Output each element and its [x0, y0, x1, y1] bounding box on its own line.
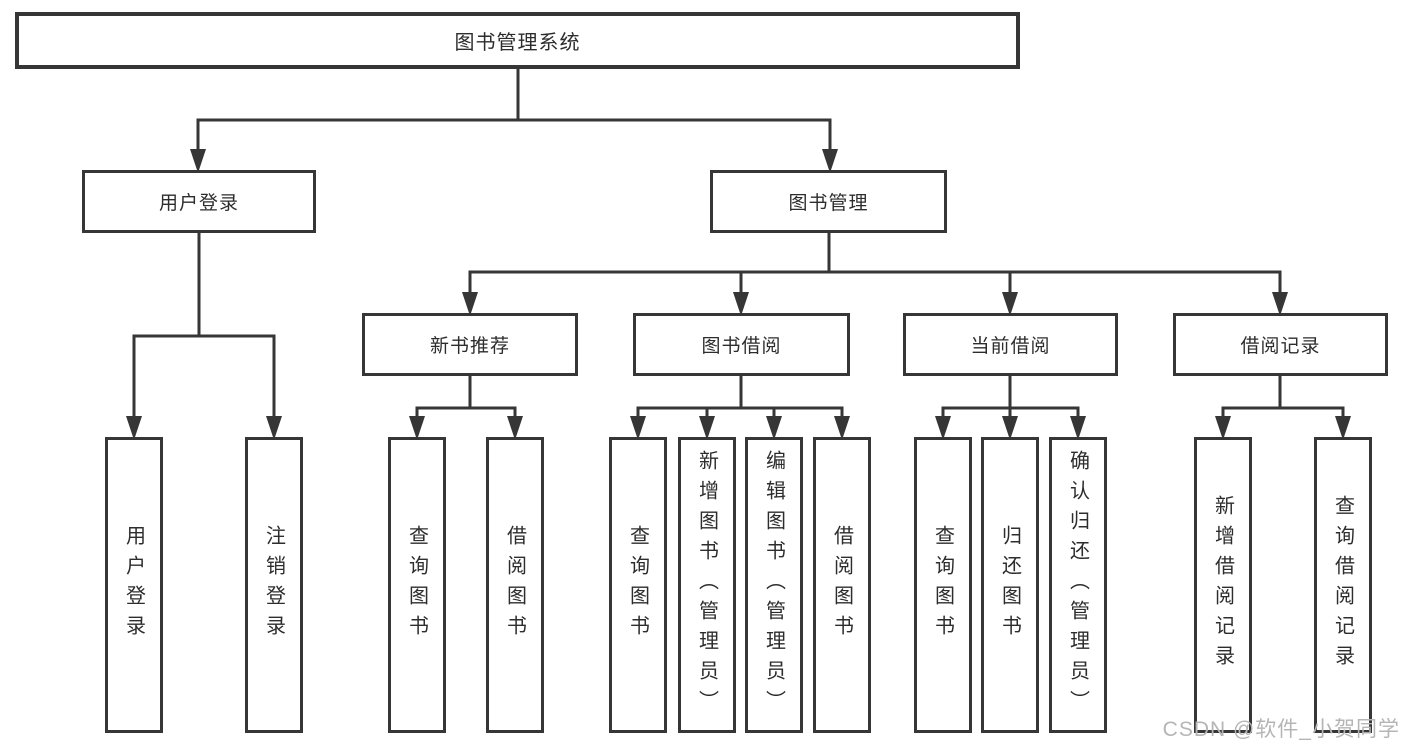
node-book-borrowing: 图书借阅	[633, 313, 850, 376]
node-new-book-recommendation: 新书推荐	[362, 313, 578, 376]
leaf-bb-edit-books-admin: 编辑图书（管理员）	[745, 437, 803, 733]
node-user-login-branch: 用户登录	[82, 170, 316, 233]
leaf-br-query-borrow-record: 查询借阅记录	[1314, 437, 1372, 733]
node-library-management-system: 图书管理系统	[15, 12, 1020, 69]
leaf-nbr-query-books: 查询图书	[388, 437, 446, 733]
leaf-logout: 注销登录	[245, 437, 303, 733]
leaf-cb-query-books: 查询图书	[914, 437, 972, 733]
leaf-cb-return-books: 归还图书	[981, 437, 1039, 733]
node-book-management-branch: 图书管理	[710, 170, 947, 233]
leaf-nbr-borrow-books: 借阅图书	[486, 437, 544, 733]
leaf-user-login: 用户登录	[105, 437, 163, 733]
leaf-bb-add-books-admin: 新增图书（管理员）	[678, 437, 736, 733]
csdn-watermark: CSDN @软件_小贺同学	[1162, 718, 1400, 741]
leaf-bb-borrow-books: 借阅图书	[813, 437, 871, 733]
leaf-cb-confirm-return-admin: 确认归还（管理员）	[1049, 437, 1107, 733]
leaf-br-add-borrow-record: 新增借阅记录	[1194, 437, 1252, 733]
node-borrowing-records: 借阅记录	[1173, 313, 1388, 376]
leaf-bb-query-books: 查询图书	[609, 437, 667, 733]
node-current-borrowing: 当前借阅	[903, 313, 1118, 376]
